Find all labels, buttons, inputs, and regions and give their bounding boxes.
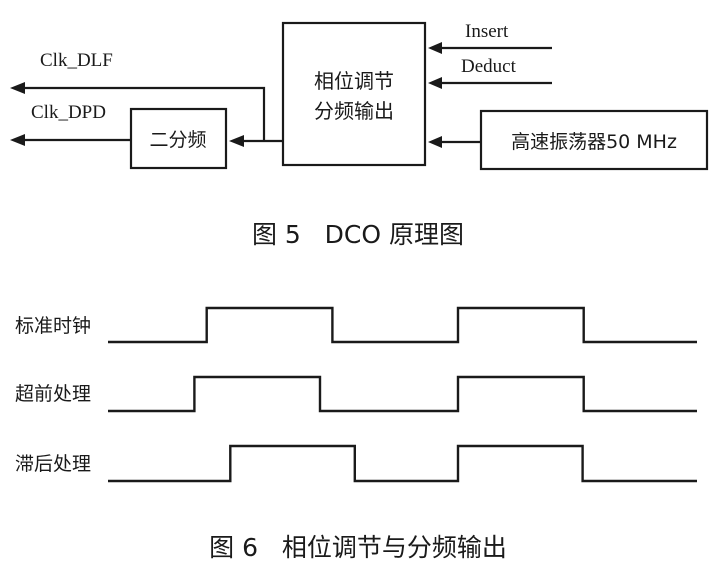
waveform-label-advance: 超前处理 (15, 383, 91, 405)
waveform-label-delay: 滞后处理 (15, 453, 91, 475)
oscillator-block (479, 109, 709, 171)
waveform-delay (108, 444, 697, 483)
figure6-waveforms: 标准时钟 超前处理 滞后处理 图 6 相位调节与分频输出 (15, 306, 697, 562)
phase-adjust-label-line2: 分频输出 (314, 99, 394, 123)
figure5-diagram: 相位调节 分频输出 二分频 高速振荡器50 MHz Insert Deduct … (10, 21, 709, 249)
phase-adjust-label-line1: 相位调节 (314, 69, 394, 93)
deduct-arrow-icon (428, 77, 442, 89)
oscillator-arrow-icon (428, 136, 442, 148)
figure6-caption: 图 6 相位调节与分频输出 (209, 533, 507, 562)
oscillator-label: 高速振荡器50 MHz (511, 131, 677, 153)
divider-input-arrow-icon (229, 135, 244, 147)
clk-dlf-arrow-icon (10, 82, 25, 94)
insert-label: Insert (465, 21, 509, 42)
deduct-label: Deduct (461, 56, 517, 77)
divider-block (129, 107, 228, 170)
waveform-standard-clock (108, 306, 697, 344)
waveform-label-standard-clock: 标准时钟 (15, 315, 91, 337)
clk-dlf-label: Clk_DLF (40, 50, 113, 71)
insert-arrow-icon (428, 42, 442, 54)
waveform-advance (108, 375, 697, 413)
clk-dlf-line (18, 86, 266, 141)
divider-label: 二分频 (149, 129, 206, 151)
figure5-caption: 图 5 DCO 原理图 (252, 220, 464, 249)
clk-dpd-arrow-icon (10, 134, 25, 146)
clk-dpd-label: Clk_DPD (31, 102, 106, 123)
phase-adjust-block (281, 21, 427, 167)
